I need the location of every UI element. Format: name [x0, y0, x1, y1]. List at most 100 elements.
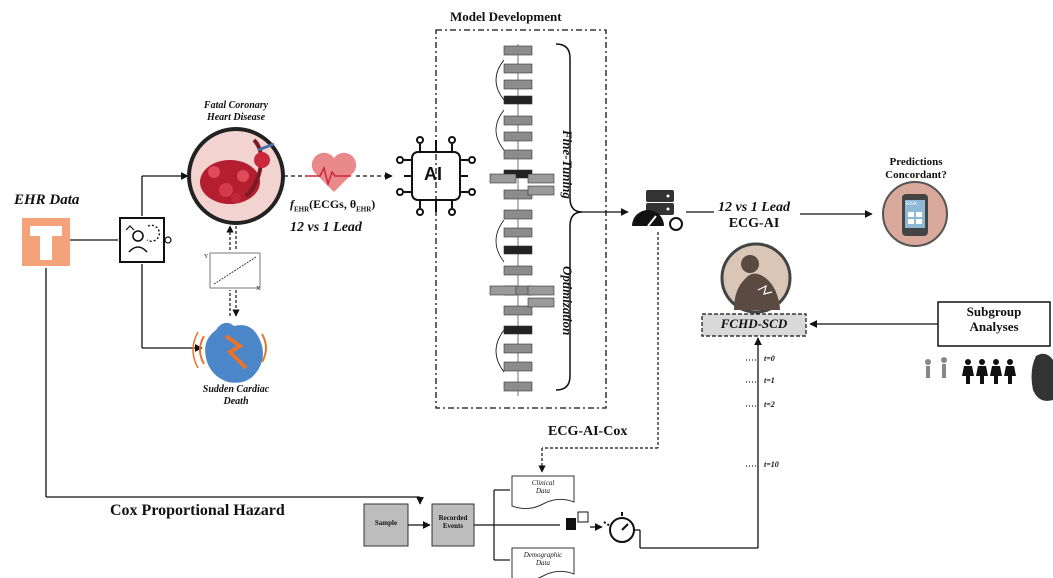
network-layer-block — [503, 343, 533, 354]
ut-logo — [22, 218, 70, 266]
recorded-events-label: Recorded Events — [432, 514, 474, 530]
network-layer-block — [503, 305, 533, 316]
lead-label: 12 vs 1 Lead — [290, 220, 362, 235]
fehr-sub2: EHR — [356, 205, 372, 214]
fatal-chd-line2: Heart Disease — [206, 111, 266, 123]
demographic-data-label: Demographic Data — [512, 551, 574, 567]
subgroup-label: Subgroup Analyses — [938, 304, 1050, 335]
deployment-server-icon — [632, 190, 683, 231]
network-layer-block — [503, 149, 533, 160]
network-side-block — [527, 285, 555, 296]
ecg-ai-cox-path — [538, 232, 659, 473]
coronary-heart-image — [187, 127, 285, 225]
network-side-block — [527, 297, 555, 308]
fehr-f: f — [290, 197, 294, 211]
predictions-label: Predictions Concordant? — [868, 156, 964, 181]
fehr-args: (ECGs, θ — [309, 197, 357, 211]
network-layer-block — [503, 265, 533, 276]
network-layer-block — [503, 209, 533, 220]
subgroup-line1: Subgroup — [966, 304, 1022, 319]
network-layers — [489, 44, 555, 396]
network-layer-block — [503, 325, 533, 335]
braces — [555, 43, 583, 391]
ecg-ai-label: 12 vs 1 Lead ECG-AI — [706, 200, 802, 232]
skip-connection — [495, 219, 505, 263]
timepoint-1: t=1 — [764, 376, 775, 385]
ecg-ai-line1: 12 vs 1 Lead — [718, 200, 790, 215]
patient-selector-icon — [119, 217, 172, 263]
data-bracket — [474, 489, 560, 561]
clinical-data-doc — [511, 475, 575, 510]
skip-connection — [495, 59, 505, 101]
clinical-line1: Clinical — [531, 479, 555, 487]
ai-icon-text: AI — [424, 164, 442, 184]
ehr-data-title: EHR Data — [14, 192, 80, 208]
model-development-title: Model Development — [450, 9, 562, 24]
network-side-block — [527, 185, 555, 196]
sudden-cardiac-heart-image — [192, 322, 267, 383]
predictions-phone-icon — [882, 181, 948, 247]
clinical-data-label: Clinical Data — [512, 479, 574, 495]
demographic-data-doc — [511, 547, 575, 578]
scd-line1: Sudden Cardiac — [202, 384, 270, 395]
phone-risk-text: RISK — [906, 202, 918, 207]
dashed-link-arrows — [226, 225, 240, 317]
recorded-line1: Recorded — [438, 514, 468, 522]
subgroup-box — [937, 301, 1051, 347]
scd-line2: Death — [223, 395, 249, 407]
fchd-scd-box — [701, 313, 807, 337]
branch-lines — [141, 172, 203, 352]
network-layer-block — [503, 361, 533, 372]
ecg-ai-line2: ECG-AI — [728, 216, 780, 232]
network-layer-block — [503, 245, 533, 255]
timepoint-0: t=0 — [764, 354, 775, 363]
plot-x-label: X — [256, 286, 261, 292]
network-side-block — [489, 285, 517, 296]
demographic-line2: Data — [536, 559, 550, 568]
correlation-plot — [209, 252, 261, 289]
predictions-line1: Predictions — [889, 156, 943, 168]
fchd-scd-label: FCHD-SCD — [720, 316, 788, 331]
scd-label: Sudden Cardiac Death — [186, 384, 286, 407]
ecg-heart-icon — [306, 152, 357, 192]
clinical-line2: Data — [536, 487, 550, 496]
demographic-line1: Demographic — [523, 551, 563, 559]
chest-pain-icon — [720, 242, 792, 314]
network-layer-block — [503, 79, 533, 90]
network-layer-block — [503, 115, 533, 126]
timepoint-10: t=10 — [764, 460, 779, 469]
network-layer-block — [503, 131, 533, 142]
network-layer-block — [503, 63, 533, 74]
network-layer-block — [503, 227, 533, 238]
recorded-line2: Events — [442, 522, 464, 531]
network-layer-block — [503, 95, 533, 105]
recorded-events-box — [431, 503, 475, 547]
sample-label: Sample — [374, 519, 398, 527]
network-side-block — [527, 173, 555, 184]
fehr-sub1: EHR — [294, 205, 310, 214]
skip-connection — [495, 109, 505, 151]
fehr-close: ) — [371, 197, 376, 211]
predictions-line2: Concordant? — [885, 168, 947, 181]
optimization-label: Optimization — [560, 266, 575, 336]
fatal-chd-label: Fatal Coronary Heart Disease — [188, 100, 284, 123]
data-merge-icon — [566, 511, 603, 531]
network-layer-block — [503, 45, 533, 56]
fatal-chd-line1: Fatal Coronary — [203, 100, 269, 111]
timeline — [640, 338, 759, 549]
stopwatch-icon — [603, 512, 635, 543]
network-layer-block — [503, 381, 533, 392]
subgroup-line2: Analyses — [969, 318, 1019, 334]
timepoint-2: t=2 — [764, 400, 775, 409]
fine-tuning-label: Fine-Tuning — [560, 130, 575, 199]
skip-connection — [495, 329, 505, 373]
plot-y-label: Y — [204, 254, 209, 260]
cox-label: Cox Proportional Hazard — [110, 502, 285, 519]
network-side-block — [489, 173, 517, 184]
demographic-people-icons — [925, 353, 1053, 401]
model-development-box — [435, 29, 607, 409]
ehr-connectors — [45, 239, 424, 505]
ecg-ai-cox-label: ECG-AI-Cox — [548, 424, 628, 439]
fehr-formula: fEHR(ECGs, θEHR) — [290, 197, 376, 214]
